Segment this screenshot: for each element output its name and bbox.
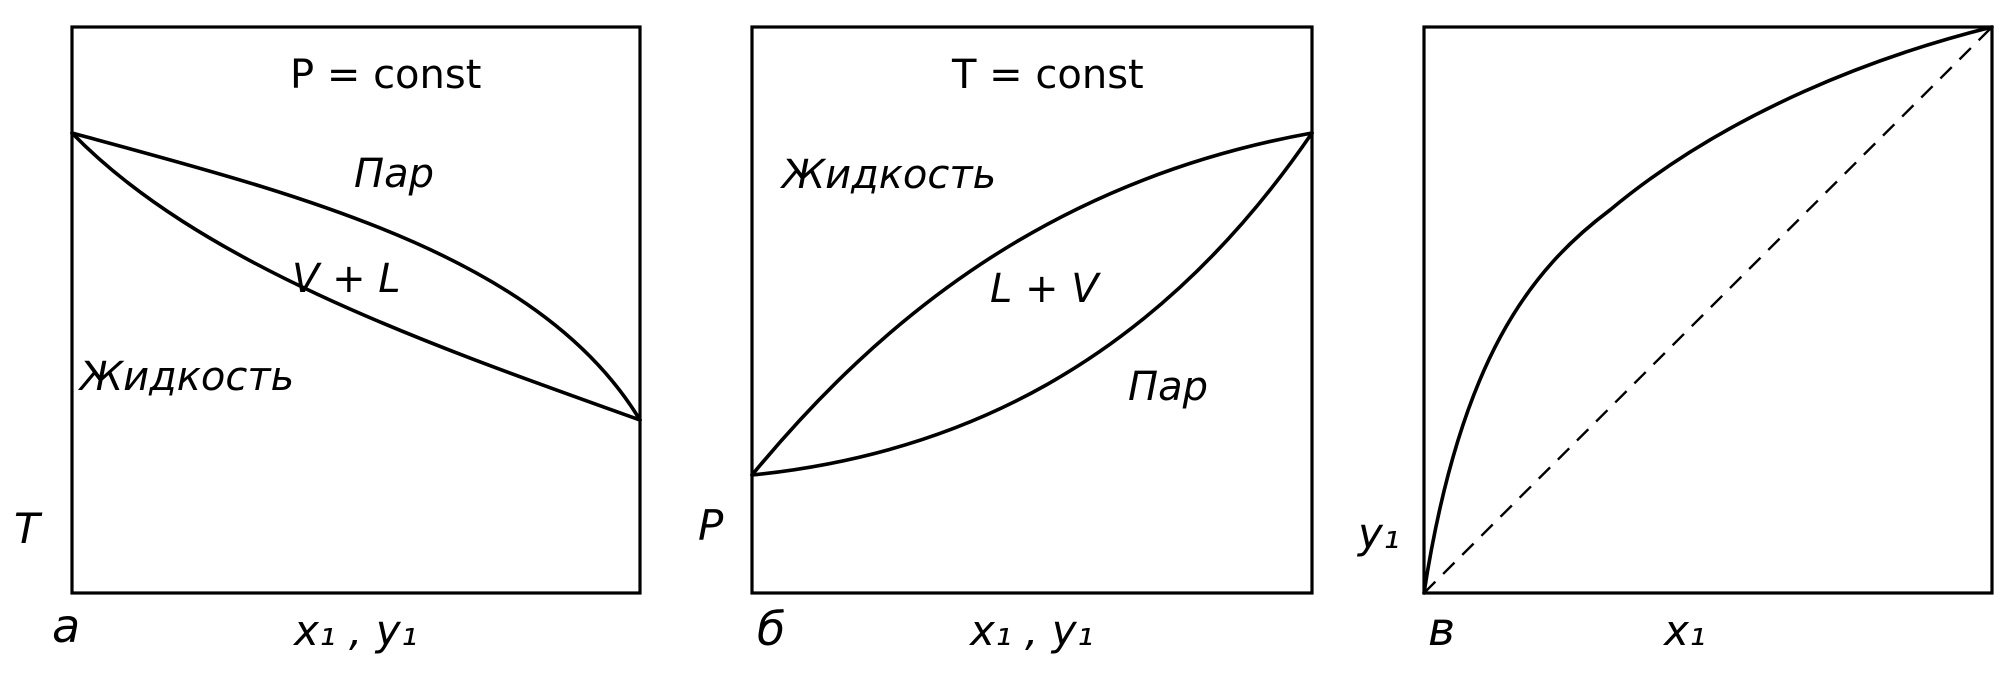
panel-a-condition: P = const <box>290 52 481 98</box>
panel-a: P = const Пар V + L Жидкость T а x₁ , y₁ <box>14 25 642 655</box>
panel-c-letter: в <box>1428 602 1455 656</box>
panel-a-x-axis-label: x₁ , y₁ <box>292 606 417 655</box>
panel-a-letter: а <box>52 599 80 653</box>
panel-b-region-vapor: Пар <box>1128 364 1208 410</box>
panel-b-region-two-phase: L + V <box>990 266 1101 312</box>
panel-a-dew-curve <box>70 131 642 422</box>
panel-a-y-axis-label: T <box>14 504 43 553</box>
panel-a-frame <box>70 25 642 595</box>
panel-b-condition: T = const <box>951 52 1144 98</box>
panel-b-frame <box>750 25 1314 595</box>
panel-c-y-axis-label: y₁ <box>1356 509 1400 558</box>
panel-c-equilibrium-curve <box>1422 25 1994 595</box>
panel-a-region-liquid: Жидкость <box>77 354 294 400</box>
panel-c-frame <box>1422 25 1994 595</box>
panel-b-region-liquid: Жидкость <box>779 152 996 198</box>
panel-a-region-two-phase: V + L <box>292 256 401 302</box>
panel-b-letter: б <box>757 602 785 656</box>
panel-b-x-axis-label: x₁ , y₁ <box>968 606 1093 655</box>
panel-c-x-axis-label: x₁ <box>1662 606 1706 655</box>
panel-c-diagonal-line <box>1423 26 1993 594</box>
panel-a-bubble-curve <box>70 131 642 422</box>
panel-a-region-vapor: Пар <box>354 151 434 197</box>
panel-b-bubble-curve <box>750 131 1314 477</box>
panel-b: T = const Жидкость L + V Пар P б x₁ , y₁ <box>698 25 1314 656</box>
panel-b-y-axis-label: P <box>698 501 724 550</box>
panel-b-dew-curve <box>750 131 1314 477</box>
panel-c: y₁ в x₁ <box>1356 25 1994 656</box>
